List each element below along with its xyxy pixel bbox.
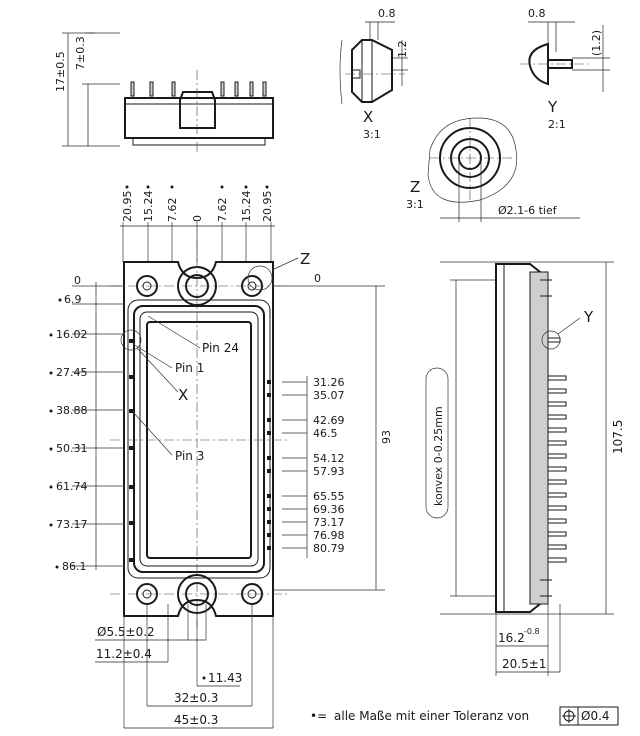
right-dim-11: 76.98	[313, 529, 345, 542]
detail-y-height-label: (1.2)	[590, 30, 603, 56]
right-dim-3: 35.07	[313, 389, 345, 402]
top-dim-6: 15.24	[240, 191, 253, 223]
right-dim-5: 46.5	[313, 427, 338, 440]
detail-x: 0.8 1.2 X 3:1	[339, 7, 409, 141]
detail-z-hole-label: Ø2.1-6 tief	[498, 204, 558, 217]
left-dim-3: 16.02	[56, 328, 88, 341]
left-dim-2: 6.9	[64, 293, 82, 306]
left-dim-8: 73.17	[56, 518, 88, 531]
top-dim-2: 15.24	[142, 191, 155, 223]
profile-view: 107.5 konvex 0-0.25mm	[425, 261, 625, 676]
width-32-label: 32±0.3	[174, 691, 218, 705]
hole-dia-label: Ø5.5±0.2	[97, 625, 155, 639]
right-dim-8: 65.55	[313, 490, 345, 503]
left-dim-1: 0	[74, 274, 81, 287]
top-dim-4: 0	[191, 215, 204, 222]
profile-16-2-tolerance: -0.8	[524, 627, 540, 636]
footnote: •= alle Maße mit einer Toleranz von Ø0.4	[310, 706, 619, 726]
detail-y-letter: Y	[547, 98, 558, 116]
right-dim-12: 80.79	[313, 542, 345, 555]
detail-y-scale: 2:1	[548, 118, 566, 131]
detail-y: 0.8 (1.2) Y 2:1	[520, 7, 610, 131]
left-dimensions: 0 6.9 16.02 27.45 38.88 50.31 61.74 73.1…	[49, 185, 269, 573]
side-height-total-label: 17±0.5	[54, 51, 67, 92]
main-top-view: Pin 24 Pin 1 Pin 3 X Z	[110, 240, 310, 630]
bottom-dimensions: Ø5.5±0.2 11.2±0.4 11.43 32±0.3 45±0.3	[95, 604, 274, 729]
detail-y-width-label: 0.8	[528, 7, 546, 20]
profile-20-5-label: 20.5±1	[502, 657, 546, 671]
right-dim-6: 54.12	[313, 452, 345, 465]
left-dim-9: 86.1	[62, 560, 87, 573]
detail-x-letter: X	[363, 108, 373, 126]
detail-z-letter: Z	[410, 178, 420, 196]
pin3-label: Pin 3	[175, 449, 204, 463]
right-dim-4: 42.69	[313, 414, 345, 427]
side-height-body-label: 7±0.3	[74, 36, 87, 70]
top-dim-3: 7.62	[166, 198, 179, 223]
convex-label-box	[425, 367, 449, 519]
detail-z-marker: Z	[300, 250, 310, 268]
left-dim-5: 38.88	[56, 404, 88, 417]
left-dim-4: 27.45	[56, 366, 88, 379]
tolerance-frame	[559, 706, 619, 726]
footnote-tolerance: Ø0.4	[581, 709, 610, 723]
right-dim-10: 73.17	[313, 516, 345, 529]
right-dim-2: 31.26	[313, 376, 345, 389]
left-dim-6: 50.31	[56, 442, 88, 455]
detail-x-scale: 3:1	[363, 128, 381, 141]
top-dimensions: 20.95 15.24 7.62 0 7.62 15.24 20.95	[120, 191, 275, 262]
detail-y-marker: Y	[583, 308, 594, 326]
detail-z: Ø2.1-6 tief Z 3:1	[406, 117, 580, 222]
top-dim-5: 7.62	[216, 198, 229, 223]
length-107-label: 107.5	[611, 420, 625, 454]
detail-x-height-label: 1.2	[396, 41, 409, 59]
right-dim-9: 69.36	[313, 503, 345, 516]
offset-11-43-label: 11.43	[208, 671, 242, 685]
detail-x-width-label: 0.8	[378, 7, 396, 20]
right-dimensions: 0 93 31.26 35.07 42.69 46.5 54.12 57.93 …	[273, 272, 393, 591]
right-dim-1: 0	[314, 272, 321, 285]
detail-x-marker: X	[178, 386, 188, 404]
top-dim-1: 20.95	[121, 191, 134, 223]
top-dim-7: 20.95	[261, 191, 274, 223]
offset-11-2-label: 11.2±0.4	[96, 647, 152, 661]
profile-16-2-label: 16.2	[498, 631, 525, 645]
left-dim-7: 61.74	[56, 480, 88, 493]
footnote-text: alle Maße mit einer Toleranz von	[334, 709, 529, 723]
right-dim-7: 57.93	[313, 465, 345, 478]
convex-label: konvex 0-0.25mm	[432, 406, 445, 506]
side-view: 17±0.5 7±0.3	[54, 32, 274, 152]
footnote-star: •=	[310, 709, 327, 723]
pin1-label: Pin 1	[175, 361, 204, 375]
detail-z-scale: 3:1	[406, 198, 424, 211]
length-93-label: 93	[380, 430, 393, 444]
pin24-label: Pin 24	[202, 341, 239, 355]
width-45-label: 45±0.3	[174, 713, 218, 727]
